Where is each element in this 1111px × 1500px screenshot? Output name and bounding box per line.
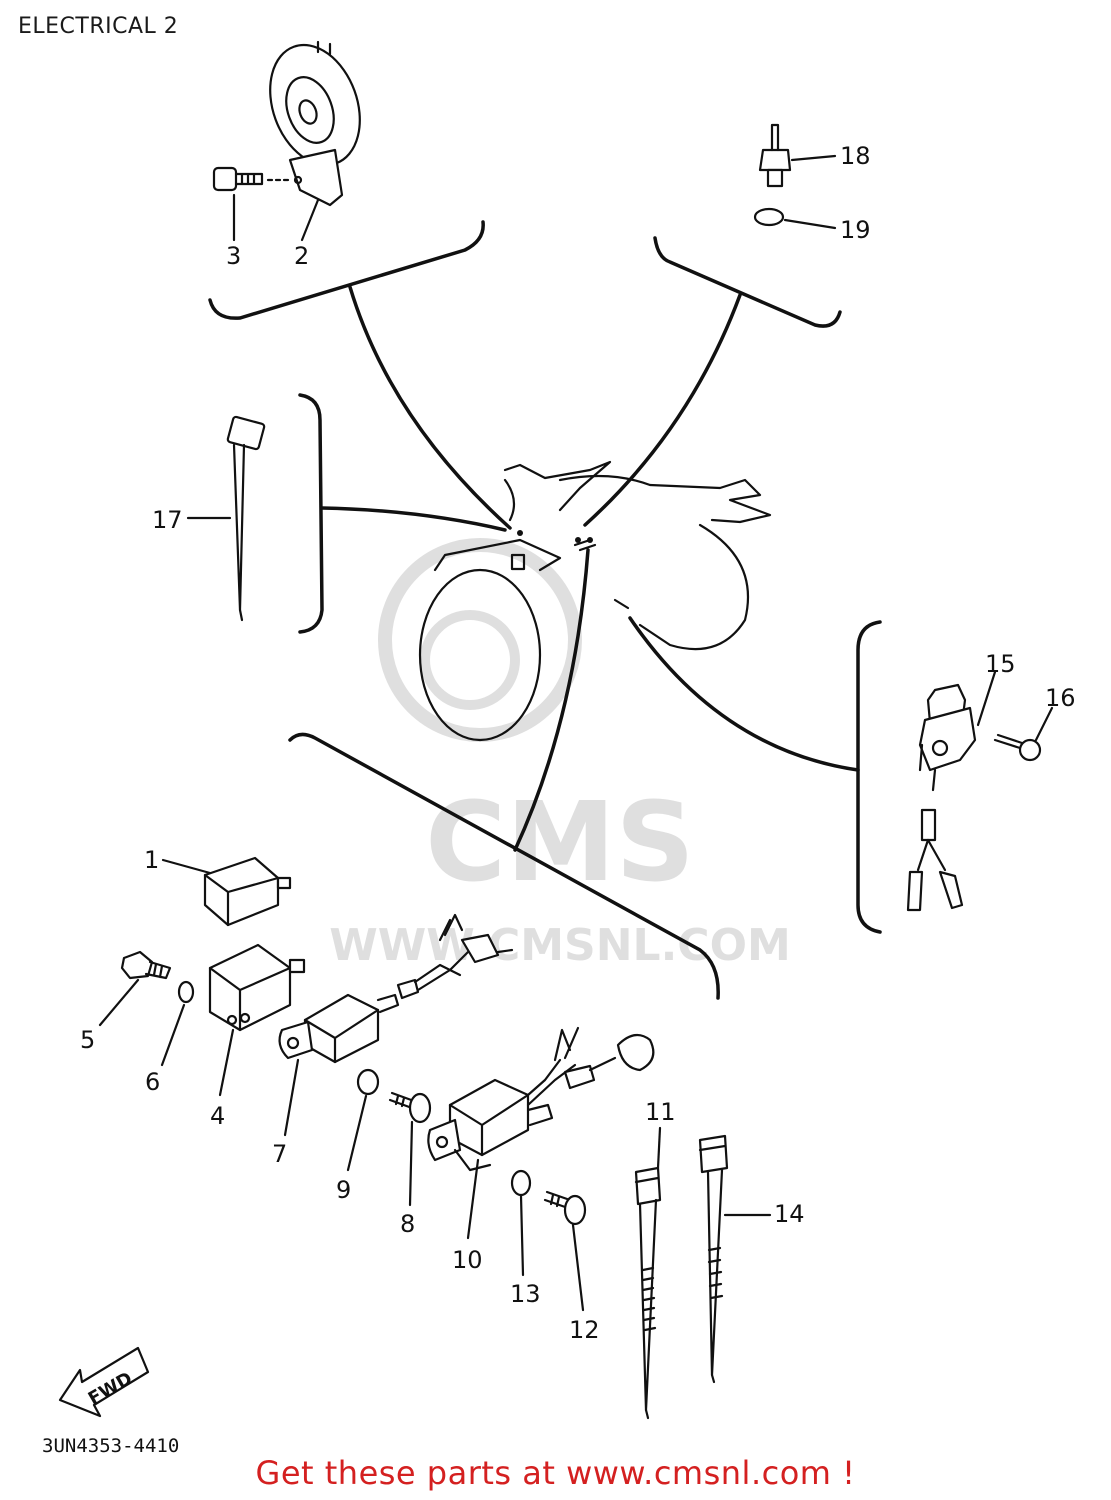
arrow-relays-to-frame (513, 548, 590, 852)
cable-tie-11-part (634, 1166, 662, 1420)
bolt-5-part (120, 950, 172, 980)
callout-12: 12 (569, 1316, 600, 1344)
switch-sensor-part (758, 123, 792, 188)
callout-6: 6 (145, 1068, 160, 1096)
leader-8 (408, 1120, 414, 1207)
callout-8: 8 (400, 1210, 415, 1238)
leader-4 (218, 1028, 235, 1097)
callout-14: 14 (774, 1200, 805, 1228)
washer-9-part (356, 1068, 380, 1096)
motorcycle-outline (418, 460, 772, 742)
callout-4: 4 (210, 1102, 225, 1130)
washer-13-part (510, 1169, 532, 1197)
callout-11: 11 (645, 1098, 676, 1126)
callout-numbers: 1 2 3 4 5 6 7 8 9 10 11 12 13 14 15 16 1… (80, 142, 1076, 1344)
leader-12 (571, 1223, 585, 1312)
leader-10 (466, 1158, 480, 1240)
callout-9: 9 (336, 1176, 351, 1204)
cable-tie-17-part (226, 415, 266, 622)
leader-18 (790, 154, 837, 162)
callout-17: 17 (152, 506, 183, 534)
bolt-8-part (388, 1091, 432, 1124)
screw-16-part (993, 733, 1042, 762)
bracket-left (298, 393, 324, 634)
cable-tie-14-part (698, 1134, 729, 1384)
callout-7: 7 (272, 1140, 287, 1168)
fwd-arrow-icon: FWD (58, 1346, 150, 1418)
leader-13 (519, 1194, 525, 1277)
relay-1-part (203, 856, 292, 927)
leader-19 (783, 218, 837, 230)
relay-4-part (208, 943, 306, 1032)
callout-3: 3 (226, 242, 241, 270)
watermark-logo-text: CMS (425, 778, 694, 906)
bracket-top-right (653, 236, 842, 328)
footer-promo-link[interactable]: Get these parts at www.cmsnl.com ! (255, 1454, 856, 1492)
leader-1 (161, 858, 212, 875)
washer-6-part (177, 980, 195, 1004)
horn-bolt-part (212, 166, 292, 192)
callout-15: 15 (985, 650, 1016, 678)
callout-10: 10 (452, 1246, 483, 1274)
relay-10-part (427, 1026, 655, 1172)
arrow-switch-to-frame (628, 616, 860, 772)
arrow-horn-to-frame (348, 285, 512, 530)
flasher-relay-7-part (278, 913, 514, 1064)
bolt-12-part (543, 1190, 587, 1226)
leader-16 (1034, 706, 1054, 742)
bracket-right (856, 620, 882, 934)
callout-16: 16 (1045, 684, 1076, 712)
horn-part (269, 40, 361, 207)
switch-15-part (906, 683, 977, 912)
callout-19: 19 (840, 216, 871, 244)
callout-1: 1 (144, 846, 159, 874)
arrow-tie-to-frame (320, 506, 507, 532)
leader-9 (346, 1094, 368, 1172)
arrow-sensor-to-frame (583, 293, 742, 527)
bracket-top-left (208, 220, 485, 320)
callout-18: 18 (840, 142, 871, 170)
leader-15 (976, 670, 997, 727)
callout-2: 2 (294, 242, 309, 270)
callout-5: 5 (80, 1026, 95, 1054)
part-code: 3UN4353-4410 (42, 1435, 180, 1457)
watermark-url-text: WWW.CMSNL.COM (329, 920, 791, 971)
washer-19-part (753, 207, 785, 227)
leader-2 (300, 198, 320, 242)
leader-7 (283, 1058, 300, 1137)
bracket-bottom (288, 732, 720, 1000)
leader-11 (656, 1126, 662, 1170)
cms-watermark: CMS WWW.CMSNL.COM (329, 538, 791, 971)
callout-13: 13 (510, 1280, 541, 1308)
diagram-title: ELECTRICAL 2 (18, 14, 179, 39)
leader-5 (98, 978, 140, 1027)
leader-6 (160, 1003, 186, 1067)
